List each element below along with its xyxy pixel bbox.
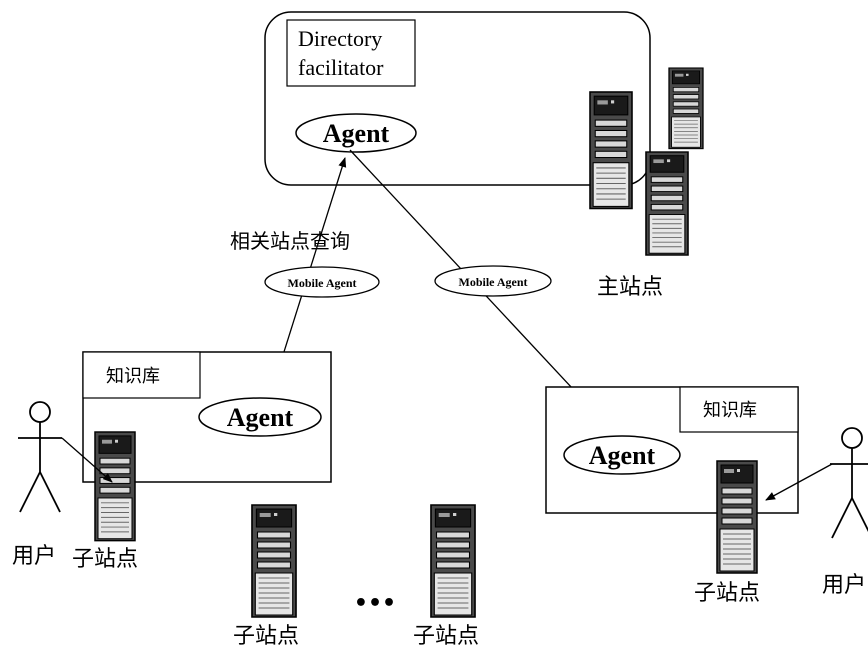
bottom-site-label-2: 子站点: [413, 624, 479, 649]
right-knowledge-base-label: 知识库: [703, 400, 757, 421]
left-agent-label: Agent: [227, 403, 294, 432]
main-site-label: 主站点: [597, 275, 663, 300]
right-user-arrow: [765, 463, 833, 501]
right-knowledge-base-box: [679, 386, 799, 433]
mobile-agent-left-ellipse: [264, 266, 380, 298]
directory-agent-label: Agent: [323, 119, 390, 148]
left-agent-ellipse: [198, 397, 322, 437]
bottom-sites-ellipsis: •••: [354, 591, 396, 616]
right-user-figure: [829, 427, 868, 539]
main-site-server-3: [645, 151, 689, 256]
directory-facilitator-label-box: [286, 19, 416, 87]
bottom-site-server-1: [251, 504, 297, 618]
right-site-server: [716, 460, 758, 574]
left-user-figure: [17, 401, 63, 513]
main-site-server-1: [589, 91, 633, 210]
main-site-server-2: [668, 67, 704, 150]
left-knowledge-base-label: 知识库: [106, 366, 160, 387]
left-user-label: 用户: [12, 544, 56, 569]
mobile-agent-right-label: Mobile Agent: [459, 275, 528, 289]
right-site-label: 子站点: [694, 581, 760, 606]
right-user-label: 用户: [822, 573, 866, 598]
related-site-query-label: 相关站点查询: [230, 229, 350, 253]
right-agent-ellipse: [563, 435, 681, 475]
right-agent-label: Agent: [589, 441, 656, 470]
directory-agent-ellipse: [295, 113, 417, 153]
directory-facilitator-label-line2: facilitator: [298, 55, 384, 80]
mobile-agent-left-label: Mobile Agent: [288, 276, 357, 290]
directory-facilitator-label-line1: Directory: [298, 26, 382, 51]
mobile-agent-right-ellipse: [434, 265, 552, 297]
left-knowledge-base-box: [82, 351, 201, 399]
left-site-label: 子站点: [72, 547, 138, 572]
left-user-arrow: [61, 437, 113, 483]
left-site-server: [94, 431, 136, 542]
bottom-site-server-2: [430, 504, 476, 618]
bottom-site-label-1: 子站点: [233, 624, 299, 649]
